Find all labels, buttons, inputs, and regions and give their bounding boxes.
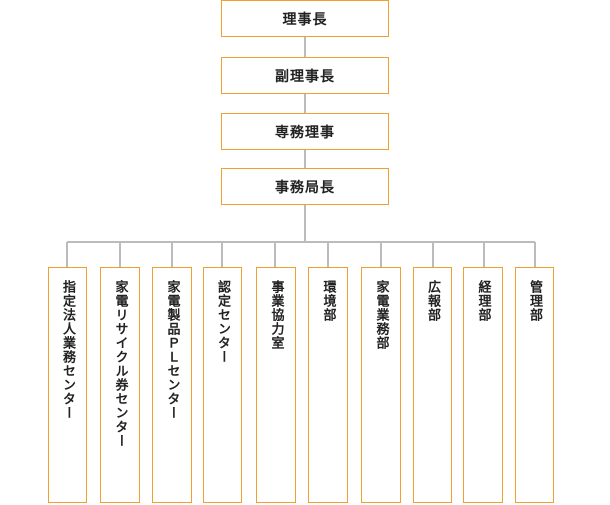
dept-box: 家電業務部 — [361, 267, 401, 503]
dept-label: 事業協力室 — [268, 280, 284, 350]
dept-box: 管理部 — [515, 267, 554, 503]
box-secretary-general: 事務局長 — [221, 168, 389, 205]
dept-box: 認定センター — [203, 267, 242, 503]
dept-box: 家電リサイクル券センター — [100, 267, 140, 503]
dept-box: 環境部 — [308, 267, 348, 503]
box-secretary-general-label: 事務局長 — [275, 179, 335, 196]
dept-label: 認定センター — [215, 280, 230, 364]
box-executive-director-label: 専務理事 — [275, 124, 335, 141]
box-chairman-label: 理事長 — [282, 11, 328, 28]
dept-label: 指定法人業務センター — [60, 280, 75, 420]
dept-box: 家電製品ＰＬセンター — [152, 267, 192, 503]
dept-label: 広報部 — [425, 280, 440, 322]
dept-label: 経理部 — [475, 280, 491, 322]
dept-box: 事業協力室 — [256, 267, 296, 503]
dept-label: 家電製品ＰＬセンター — [164, 280, 180, 420]
dept-box: 指定法人業務センター — [48, 267, 87, 503]
dept-box: 経理部 — [463, 267, 503, 503]
dept-label: 家電業務部 — [373, 280, 389, 350]
dept-box: 広報部 — [413, 267, 452, 503]
box-executive-director: 専務理事 — [221, 113, 389, 150]
box-vice-chairman: 副理事長 — [221, 57, 389, 94]
box-chairman: 理事長 — [221, 0, 389, 37]
box-vice-chairman-label: 副理事長 — [275, 68, 335, 85]
dept-label: 管理部 — [527, 280, 542, 322]
dept-label: 環境部 — [320, 280, 336, 322]
dept-label: 家電リサイクル券センター — [112, 280, 128, 448]
